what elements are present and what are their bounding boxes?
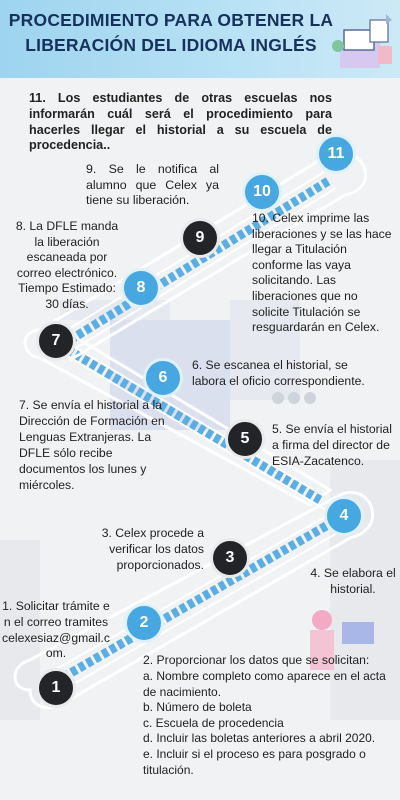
step-11-text: 11. Los estudiantes de otras escuelas no… (29, 91, 332, 153)
list-item: b. Número de boleta (143, 700, 252, 715)
step-7-text: 7. Se envía el historial a la Dirección … (19, 398, 165, 492)
step-5-text: 5. Se envía el historial a firma del dir… (272, 422, 392, 468)
list-item: e. Incluir si el proceso es para posgrad… (143, 746, 366, 777)
step-3-text: 3. Celex procede a verificar los datos p… (101, 526, 204, 572)
list-item: a. Nombre completo como aparece en el ac… (143, 669, 386, 699)
header-banner: PROCEDIMIENTO PARA OBTENER LA LIBERACIÓN… (0, 0, 400, 78)
list-item: c. Escuela de procedencia (143, 715, 284, 730)
step-10-badge: 10 (242, 172, 282, 212)
step-1-text: 1. Solicitar trámite en el correo tramit… (2, 599, 110, 661)
step-10-text: 10. Celex imprime las liberaciones y se … (252, 211, 392, 335)
step-9-badge: 9 (180, 218, 220, 258)
step-11-badge: 11 (316, 134, 356, 174)
step-2-text: 2. Proporcionar los datos que se solicit… (143, 653, 370, 667)
step-6-badge: 6 (143, 358, 183, 398)
step-2-list: a. Nombre completo como aparece en el ac… (143, 669, 395, 778)
step-6-text: 6. Se escanea el historial, se labora el… (192, 358, 365, 388)
list-item: d. Incluir las boletas anteriores a abri… (143, 731, 376, 746)
step-9-text: 9. Se le notifica al alumno que Celex ya… (86, 162, 219, 208)
step-4-badge: 4 (324, 496, 364, 536)
title-line-2: LIBERACIÓN DEL IDIOMA INGLÉS (25, 35, 317, 55)
step-2-badge: 2 (124, 603, 164, 643)
step-8-badge: 8 (121, 268, 161, 308)
step-4-text: 4. Se elabora el historial. (310, 566, 396, 596)
page-title: PROCEDIMIENTO PARA OBTENER LA LIBERACIÓN… (6, 8, 336, 58)
person-illustration-icon (310, 610, 374, 670)
step-3-badge: 3 (210, 538, 250, 578)
step-5-badge: 5 (225, 419, 265, 459)
step-7-badge: 7 (36, 321, 76, 361)
title-line-1: PROCEDIMIENTO PARA OBTENER LA (8, 10, 334, 30)
office-illustration-icon (332, 14, 392, 68)
step-8-text: 8. La DFLE manda la liberación escaneada… (15, 219, 119, 311)
step-1-badge: 1 (36, 668, 76, 708)
